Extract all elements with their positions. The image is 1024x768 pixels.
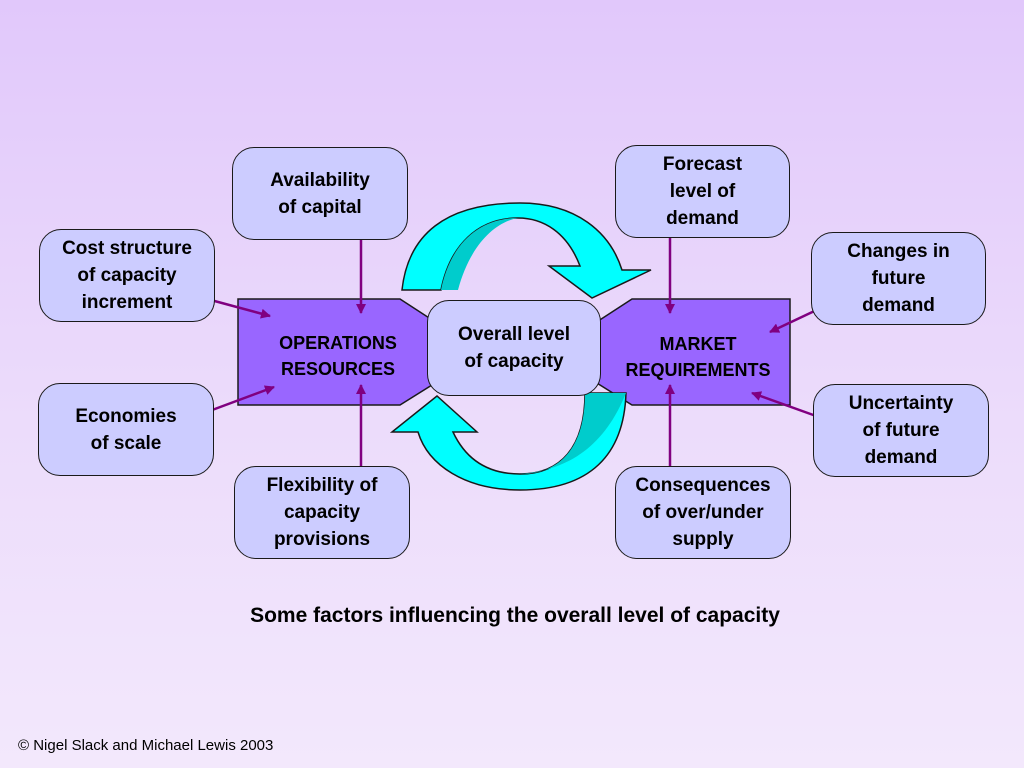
diagram-caption: Some factors influencing the overall lev… (250, 604, 780, 627)
changes-future-demand-box: Changes in future demand (811, 232, 986, 325)
overall-capacity-box: Overall level of capacity (427, 300, 601, 396)
operations-resources-label: OPERATIONS RESOURCES (279, 333, 397, 379)
cycle-arrow-top-shade (441, 218, 518, 290)
cycle-arrow-top (401, 202, 652, 299)
cycle-arrow-bottom-shade (520, 393, 626, 474)
consequences-box: Consequences of over/under supply (615, 466, 791, 559)
market-requirements-label: MARKET REQUIREMENTS (625, 334, 771, 380)
uncertainty-future-demand-box: Uncertainty of future demand (813, 384, 989, 477)
forecast-demand-box: Forecast level of demand (615, 145, 790, 238)
flexibility-box: Flexibility of capacity provisions (234, 466, 410, 559)
economies-of-scale-box: Economies of scale (38, 383, 214, 476)
availability-of-capital-box: Availability of capital (232, 147, 408, 240)
cycle-arrow-bottom (389, 392, 627, 491)
cost-structure-box: Cost structure of capacity increment (39, 229, 215, 322)
copyright-notice: © Nigel Slack and Michael Lewis 2003 (18, 737, 274, 754)
